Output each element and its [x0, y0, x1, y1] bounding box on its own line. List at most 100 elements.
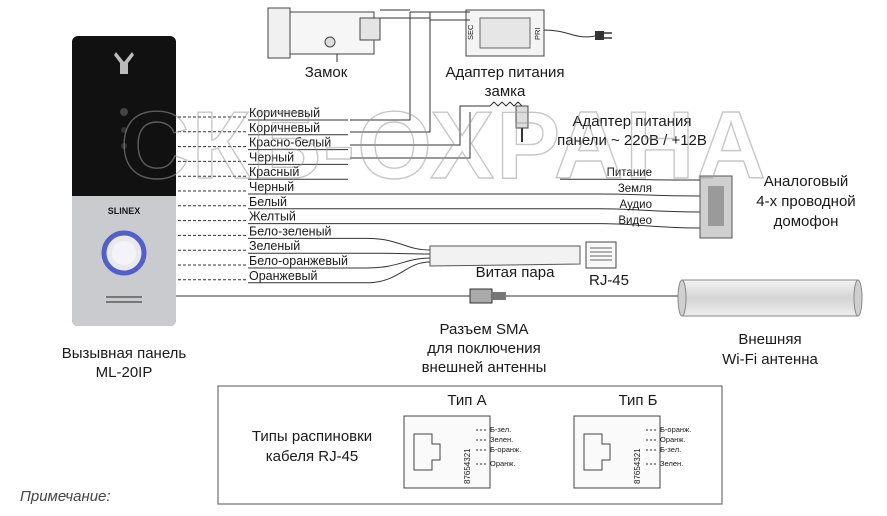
intercom-pin-label: Питание [607, 167, 652, 179]
led-icon [121, 143, 127, 149]
wire-labels: КоричневыйКоричневыйКрасно-белыйЧерныйКр… [249, 106, 348, 283]
wifi-logo-icon [114, 52, 134, 74]
wire-label: Бело-зеленый [249, 224, 332, 238]
camera-icon [120, 108, 128, 116]
intercom-caption-1: Аналоговый [764, 173, 849, 190]
note-label: Примечание: [20, 488, 111, 505]
lock-caption: Замок [305, 64, 348, 81]
intercom-caption-2: 4-х проводной [756, 193, 855, 210]
wire-label: Белый [249, 195, 287, 209]
sma-caption-1: Разъем SMA [440, 321, 529, 338]
mains-cord [543, 29, 596, 38]
wire-label: Коричневый [249, 121, 320, 135]
panel-caption-1: Вызывная панель [62, 345, 187, 362]
lock-adapter-caption-1: Адаптер питания [445, 64, 564, 81]
rj45-plug-icon [585, 241, 617, 269]
pin-label: Б-зел. [660, 445, 681, 454]
pin-label: Зелен. [490, 435, 513, 444]
wire-lines [178, 116, 560, 284]
wire-label: Коричневый [249, 106, 320, 120]
lock-adapter-pri: PRI [533, 27, 542, 40]
panel-adapter-wire-2 [350, 112, 471, 159]
pinout-box: Типы распиновки кабеля RJ-45 Тип А 87654… [217, 385, 723, 505]
twisted-pair-caption: Витая пара [476, 264, 556, 281]
sma-caption-3: внешней антенны [422, 359, 547, 376]
antenna-caption-1: Внешняя [738, 331, 801, 348]
intercom-wire [560, 223, 701, 229]
mains-plug-icon [595, 31, 612, 40]
wire-label: Бело-оранжевый [249, 254, 348, 268]
rj45-contacts [590, 247, 612, 261]
pin-label: Б-зел. [490, 425, 511, 434]
sma-nut [492, 292, 506, 300]
lock-wiring [336, 9, 470, 133]
twisted-pair-sheath [429, 245, 581, 267]
sma-connector-icon [469, 288, 493, 304]
type-a-socket [403, 415, 491, 489]
type-a-socket-shape [413, 433, 441, 471]
antenna-cap-left [677, 279, 687, 317]
lock-cylinder-icon [324, 36, 336, 48]
wire-label: Черный [249, 180, 294, 194]
wire-label: Зеленый [249, 239, 300, 253]
lock-plate [267, 7, 291, 59]
panel-adapter-wire-1 [350, 105, 490, 146]
panel-adapter-coil [489, 101, 523, 107]
type-a-digits: 87654321 [463, 448, 472, 484]
pinout-type-a: Тип А 87654321 Б-зел.Зелен.Б-оранж. Оранж… [403, 392, 521, 489]
intercom-pin-label: Аудио [620, 199, 652, 211]
twisted-pair-fan [365, 237, 431, 251]
external-antenna: Внешняя Wi-Fi антенна [677, 279, 863, 368]
sma-caption-2: для поключения [427, 340, 541, 357]
type-b-title: Тип Б [618, 392, 657, 409]
intercom-wire [560, 193, 701, 197]
type-b-socket [573, 415, 661, 489]
rj45-caption: RJ-45 [589, 272, 629, 289]
call-button-center [112, 241, 136, 265]
lock-bolt [359, 17, 381, 41]
panel-caption-2: ML-20IP [96, 364, 153, 381]
twisted-pair-fan [365, 261, 431, 284]
pinout-title-2: кабеля RJ-45 [266, 448, 359, 465]
panel-adapter: Адаптер питания панели ~ 220В / +12В [350, 101, 707, 159]
pin-label: Оранж. [660, 435, 685, 444]
lock-adapter-sec: SEC [466, 24, 475, 40]
sma-connector: Разъем SMA для поключения внешней антенн… [176, 288, 682, 376]
sensor-icon [121, 127, 127, 133]
twisted-pair-fan [365, 257, 431, 269]
panel-brand: SLINEX [108, 206, 141, 216]
intercom-wire [560, 178, 701, 181]
lock-adapter-core [479, 17, 531, 49]
wire-label: Красный [249, 165, 299, 179]
panel-adapter-caption-1: Адаптер питания [572, 113, 691, 130]
twisted-pair: Витая пара RJ-45 [429, 241, 629, 289]
pin-label: Б-оранж. [490, 445, 521, 454]
antenna-body [681, 279, 859, 317]
wire-label: Черный [249, 150, 294, 164]
lock-adapter-caption-2: замка [485, 83, 526, 100]
call-panel: SLINEX Вызывная панель ML-20IP [62, 36, 187, 381]
panel-adapter-caption-2: панели ~ 220В / +12В [557, 132, 707, 149]
wire-label: Желтый [249, 210, 296, 224]
twisted-pair-fan [365, 252, 431, 255]
antenna-cap-right [853, 279, 863, 317]
watermark: СКБ-ОХРАНА [120, 92, 768, 199]
pin-label: Оранж. [490, 459, 515, 468]
lock: Замок [267, 7, 381, 81]
lock-adapter: SEC PRI Адаптер питания замка [445, 9, 612, 100]
pin-label: Зелен. [660, 459, 683, 468]
wire-label: Оранжевый [249, 269, 317, 283]
type-a-title: Тип А [447, 392, 486, 409]
wire-label: Красно-белый [249, 136, 331, 150]
type-b-digits: 87654321 [633, 448, 642, 484]
intercom-connector-slot [708, 186, 724, 226]
type-b-socket-shape [583, 433, 611, 471]
intercom-pin-label: Видео [618, 215, 652, 227]
intercom-pin-label: Земля [618, 183, 652, 195]
pinout-type-b: Тип Б 87654321 Б-оранж.Оранж.Б-зел. Зелен… [573, 392, 691, 489]
pin-label: Б-оранж. [660, 425, 691, 434]
intercom-wire [560, 208, 701, 213]
antenna-caption-2: Wi-Fi антенна [722, 351, 818, 368]
